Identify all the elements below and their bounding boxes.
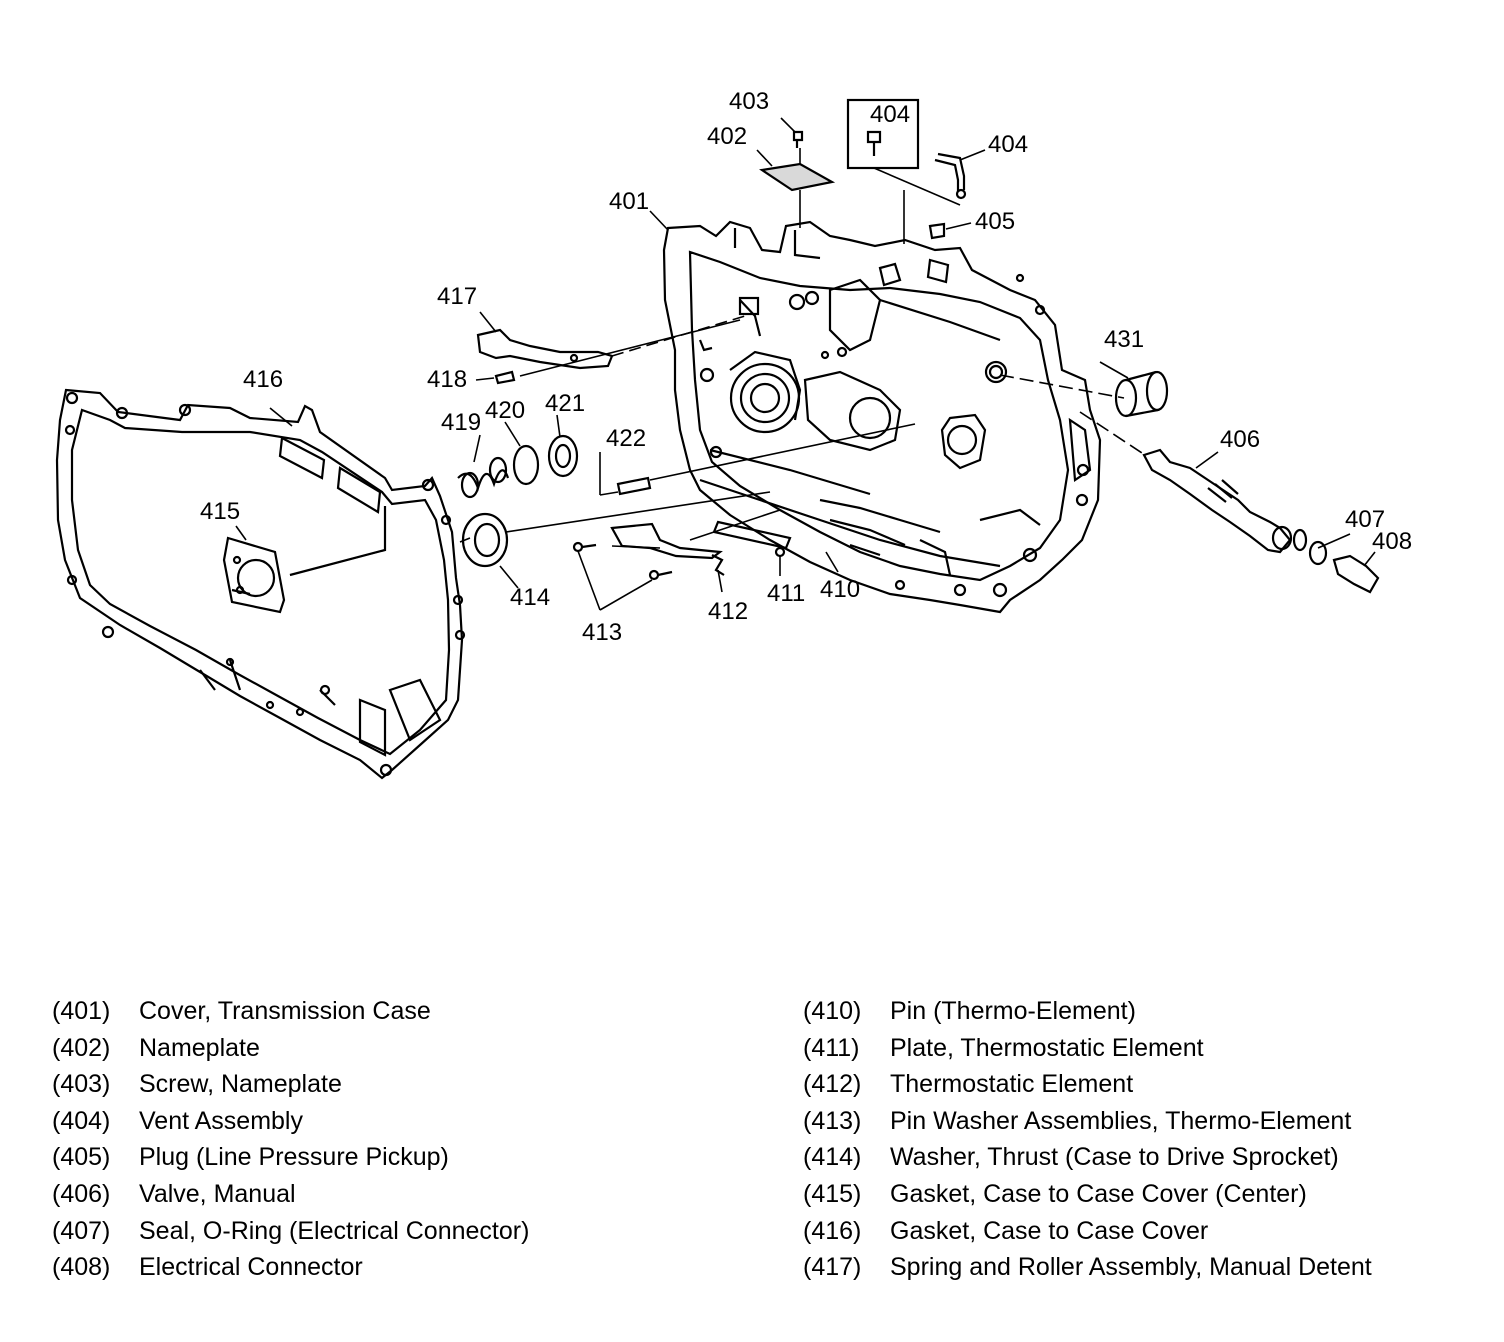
- legend-row: (404) Vent Assembly: [52, 1103, 752, 1140]
- callout-404-inset: 404: [870, 101, 910, 128]
- legend-row: (412) Thermostatic Element: [803, 1066, 1493, 1103]
- callout-415: 415: [200, 498, 240, 525]
- legend-row: (411) Plate, Thermostatic Element: [803, 1030, 1493, 1067]
- legend-desc: Valve, Manual: [139, 1179, 296, 1208]
- legend-code: (412): [803, 1070, 862, 1099]
- callout-420: 420: [485, 397, 525, 424]
- legend-code: (406): [52, 1179, 111, 1208]
- legend-row: (415) Gasket, Case to Case Cover (Center): [803, 1176, 1493, 1213]
- callout-417: 417: [437, 283, 477, 310]
- legend-row: (403) Screw, Nameplate: [52, 1066, 752, 1103]
- callout-407: 407: [1345, 506, 1385, 533]
- legend-row: (406) Valve, Manual: [52, 1176, 752, 1213]
- callout-406: 406: [1220, 426, 1260, 453]
- legend-desc: Vent Assembly: [139, 1106, 303, 1135]
- parts-legend-right: (410) Pin (Thermo-Element) (411) Plate, Th…: [803, 993, 1493, 1286]
- legend-row: (416) Gasket, Case to Case Cover: [803, 1213, 1493, 1250]
- callout-421: 421: [545, 390, 585, 417]
- callout-431: 431: [1104, 326, 1144, 353]
- legend-row: (402) Nameplate: [52, 1030, 752, 1067]
- legend-desc: Cover, Transmission Case: [139, 997, 431, 1025]
- callout-412: 412: [708, 598, 748, 625]
- exploded-parts-diagram: 401 402 403 404 404 405 406 407 408 410 …: [55, 88, 1412, 780]
- callout-416: 416: [243, 366, 283, 393]
- callout-408: 408: [1372, 528, 1412, 555]
- callout-411: 411: [767, 580, 805, 607]
- callout-413: 413: [582, 619, 622, 646]
- callout-419: 419: [441, 409, 481, 436]
- legend-row: (407) Seal, O-Ring (Electrical Connector): [52, 1213, 752, 1250]
- legend-desc: Gasket, Case to Case Cover (Center): [890, 1179, 1307, 1208]
- callout-403: 403: [729, 88, 769, 115]
- legend-row: (401) Cover, Transmission Case: [52, 993, 752, 1030]
- legend-code: (416): [803, 1216, 862, 1245]
- legend-row: (405) Plug (Line Pressure Pickup): [52, 1139, 752, 1176]
- legend-desc: Thermostatic Element: [890, 1070, 1134, 1099]
- legend-code: (403): [52, 1070, 111, 1099]
- legend-code: (405): [52, 1143, 111, 1172]
- legend-desc: Pin Washer Assemblies, Thermo-Element: [890, 1106, 1352, 1135]
- callout-410: 410: [820, 576, 860, 603]
- legend-desc: Electrical Connector: [139, 1253, 363, 1282]
- legend-row: (413) Pin Washer Assemblies, Thermo-Eleme…: [803, 1103, 1493, 1140]
- leader-lines: [235, 117, 1376, 611]
- small-parts-drawing: [457, 98, 1380, 594]
- callout-labels: 401 402 403 404 404 405 406 407 408 410 …: [200, 88, 1412, 646]
- legend-code: (414): [803, 1143, 862, 1172]
- legend-code: (408): [52, 1253, 111, 1282]
- legend-code: (417): [803, 1253, 862, 1282]
- legend-desc: Pin (Thermo-Element): [890, 997, 1136, 1025]
- legend-desc: Plug (Line Pressure Pickup): [139, 1143, 449, 1172]
- legend-code: (401): [52, 997, 111, 1025]
- legend-code: (410): [803, 997, 862, 1025]
- legend-desc: Gasket, Case to Case Cover: [890, 1216, 1209, 1245]
- case-cover-401-drawing: [662, 220, 1102, 614]
- legend-desc: Seal, O-Ring (Electrical Connector): [139, 1216, 530, 1245]
- legend-code: (407): [52, 1216, 111, 1245]
- legend-code: (411): [803, 1033, 860, 1062]
- callout-414: 414: [510, 584, 550, 611]
- callout-405: 405: [975, 208, 1015, 235]
- legend-row: (414) Washer, Thrust (Case to Drive Sproc…: [803, 1139, 1493, 1176]
- parts-legend-left: (401) Cover, Transmission Case (402) Namep…: [52, 993, 752, 1286]
- callout-404: 404: [988, 131, 1028, 158]
- callout-401: 401: [609, 188, 649, 215]
- legend-desc: Screw, Nameplate: [139, 1070, 342, 1099]
- legend-desc: Plate, Thermostatic Element: [890, 1033, 1204, 1062]
- legend-desc: Nameplate: [139, 1033, 260, 1062]
- callout-402: 402: [707, 123, 747, 150]
- legend-desc: Washer, Thrust (Case to Drive Sprocket): [890, 1143, 1339, 1172]
- callout-422: 422: [606, 425, 646, 452]
- legend-code: (402): [52, 1033, 111, 1062]
- legend-row: (410) Pin (Thermo-Element): [803, 993, 1493, 1030]
- legend-code: (413): [803, 1106, 862, 1135]
- legend-row: (417) Spring and Roller Assembly, Manual …: [803, 1249, 1493, 1286]
- legend-desc: Spring and Roller Assembly, Manual Deten…: [890, 1253, 1372, 1282]
- gasket-415-drawing: [222, 536, 286, 614]
- gasket-416-drawing: [55, 388, 466, 780]
- callout-418: 418: [427, 366, 467, 393]
- legend-code: (404): [52, 1106, 111, 1135]
- legend-row: (408) Electrical Connector: [52, 1249, 752, 1286]
- legend-code: (415): [803, 1179, 862, 1208]
